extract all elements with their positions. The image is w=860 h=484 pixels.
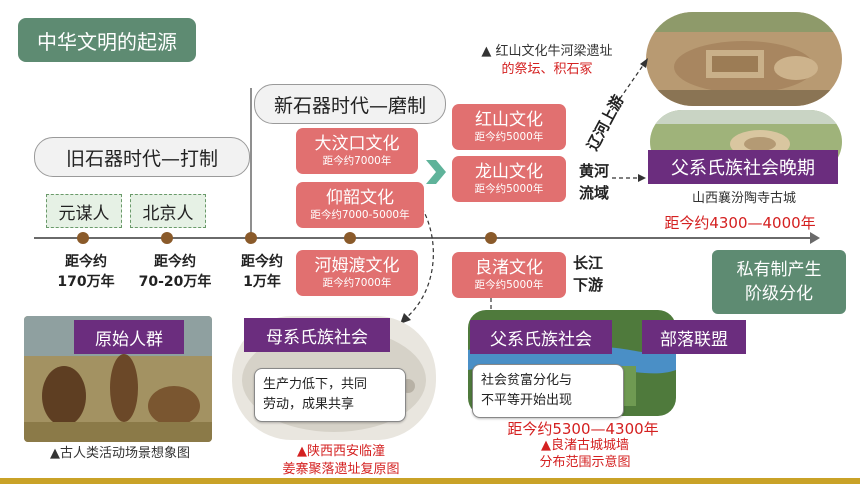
culture-dawenkou-name: 大汶口文化 [314, 134, 400, 154]
dashed-arrowhead-yangshao [400, 313, 411, 324]
chevron-right-icon [426, 160, 446, 184]
niuheliang-photo [646, 12, 842, 106]
stage-tribal: 部落联盟 [642, 320, 746, 354]
river-huanghe-label: 黄河 流域 [572, 160, 616, 204]
culture-hemudu-date: 距今约7000年 [322, 277, 392, 289]
timeline-label-3: 距今约 1万年 [232, 252, 292, 292]
caption-jiangzhai-line1: ▲陕西西安临潼 [297, 444, 385, 459]
caption-niuheliang: ▲ 红山文化牛河梁遗址 的祭坛、积石冢 [452, 43, 642, 79]
niuheliang-illustration [646, 12, 842, 106]
timeline-dot-yangshao [344, 232, 356, 244]
culture-longshan-date: 距今约5000年 [474, 183, 544, 195]
private-ownership-box: 私有制产生 阶级分化 [712, 250, 846, 314]
date-patriarchal: 距今约5300—4300年 [507, 420, 659, 438]
timeline-dot-beijing [161, 232, 173, 244]
note-patriarchal-line1: 社会贫富分化与 [481, 373, 573, 388]
culture-hemudu-name: 河姆渡文化 [314, 256, 400, 276]
timeline-dot-yuanmou [77, 232, 89, 244]
note-patriarchal: 社会贫富分化与 不平等开始出现 [472, 364, 624, 418]
site-yuanmou: 元谋人 [46, 194, 122, 228]
timeline-label-2-line2: 70-20万年 [138, 274, 212, 290]
culture-yangshao-date: 距今约7000-5000年 [310, 209, 410, 221]
stage-late-patriarchal: 父系氏族社会晚期 [648, 150, 838, 184]
culture-hemudu: 河姆渡文化 距今约7000年 [296, 250, 418, 296]
culture-hongshan-date: 距今约5000年 [474, 131, 544, 143]
culture-hongshan-name: 红山文化 [475, 110, 543, 130]
stage-matriarchal: 母系氏族社会 [244, 318, 390, 352]
dashed-arrow-yangshao [405, 207, 434, 319]
river-changjiang-line1: 长江 [572, 254, 603, 272]
note-matriarchal-line2: 劳动，成果共享 [263, 397, 355, 412]
timeline-label-1: 距今约 170万年 [50, 252, 122, 292]
culture-dawenkou: 大汶口文化 距今约7000年 [296, 128, 418, 174]
timeline-label-1-line1: 距今约 [65, 254, 107, 270]
caption-liangzhu-line1: ▲良渚古城城墙 [541, 438, 629, 453]
caption-taosi: 山西襄汾陶寺古城 [691, 191, 796, 206]
culture-liangzhu: 良渚文化 距今约5000年 [452, 252, 566, 298]
caption-ancient: ▲古人类活动场景想象图 [50, 446, 190, 461]
note-patriarchal-line2: 不平等开始出现 [481, 393, 573, 408]
site-beijing: 北京人 [130, 194, 206, 228]
timeline-label-2: 距今约 70-20万年 [130, 252, 220, 292]
timeline-arrowhead [810, 232, 820, 244]
culture-yangshao-name: 仰韶文化 [326, 188, 394, 208]
note-matriarchal: 生产力低下，共同 劳动，成果共享 [254, 368, 406, 422]
river-changjiang-line2: 下游 [572, 276, 603, 294]
timeline-label-3-line1: 距今约 [241, 254, 283, 270]
stage-patriarchal: 父系氏族社会 [470, 320, 612, 354]
timeline-dot-liangzhu [485, 232, 497, 244]
footer-bar [0, 478, 860, 484]
caption-liangzhu-line2: 分布范围示意图 [539, 455, 631, 470]
caption-jiangzhai-line2: 姜寨聚落遗址复原图 [282, 462, 400, 477]
page-title: 中华文明的起源 [18, 18, 196, 62]
date-late-patriarchal: 距今约4300—4000年 [664, 214, 816, 232]
note-matriarchal-line1: 生产力低下，共同 [263, 377, 368, 392]
river-huanghe-line2: 流域 [578, 184, 609, 202]
timeline-label-3-line2: 1万年 [243, 274, 281, 290]
dashed-arrowhead-hongshan [640, 58, 648, 68]
timeline-label-1-line2: 170万年 [57, 274, 115, 290]
culture-longshan-name: 龙山文化 [475, 162, 543, 182]
private-ownership-line1: 私有制产生 [736, 260, 822, 280]
river-changjiang-label: 长江 下游 [568, 252, 608, 296]
neolithic-era-label: 新石器时代—磨制 [254, 84, 446, 124]
culture-hongshan: 红山文化 距今约5000年 [452, 104, 566, 150]
culture-liangzhu-date: 距今约5000年 [474, 279, 544, 291]
caption-liangzhu: ▲良渚古城城墙 分布范围示意图 [510, 437, 660, 471]
culture-liangzhu-name: 良渚文化 [475, 258, 543, 278]
culture-yangshao: 仰韶文化 距今约7000-5000年 [296, 182, 424, 228]
caption-jiangzhai: ▲陕西西安临潼 姜寨聚落遗址复原图 [256, 443, 426, 479]
river-huanghe-line1: 黄河 [578, 162, 609, 180]
caption-niuheliang-line1: ▲ 红山文化牛河梁遗址 [481, 44, 613, 59]
timeline-dot-neolithic [245, 232, 257, 244]
dashed-arrowhead-longshan [638, 174, 646, 182]
caption-niuheliang-line2: 的祭坛、积石冢 [501, 62, 593, 77]
paleolithic-era-label: 旧石器时代—打制 [34, 137, 250, 177]
private-ownership-line2: 阶级分化 [745, 284, 813, 304]
culture-longshan: 龙山文化 距今约5000年 [452, 156, 566, 202]
culture-dawenkou-date: 距今约7000年 [322, 155, 392, 167]
dashed-arrow-hongshan [611, 63, 645, 111]
stage-primitive: 原始人群 [74, 320, 184, 354]
timeline-label-2-line1: 距今约 [154, 254, 196, 270]
